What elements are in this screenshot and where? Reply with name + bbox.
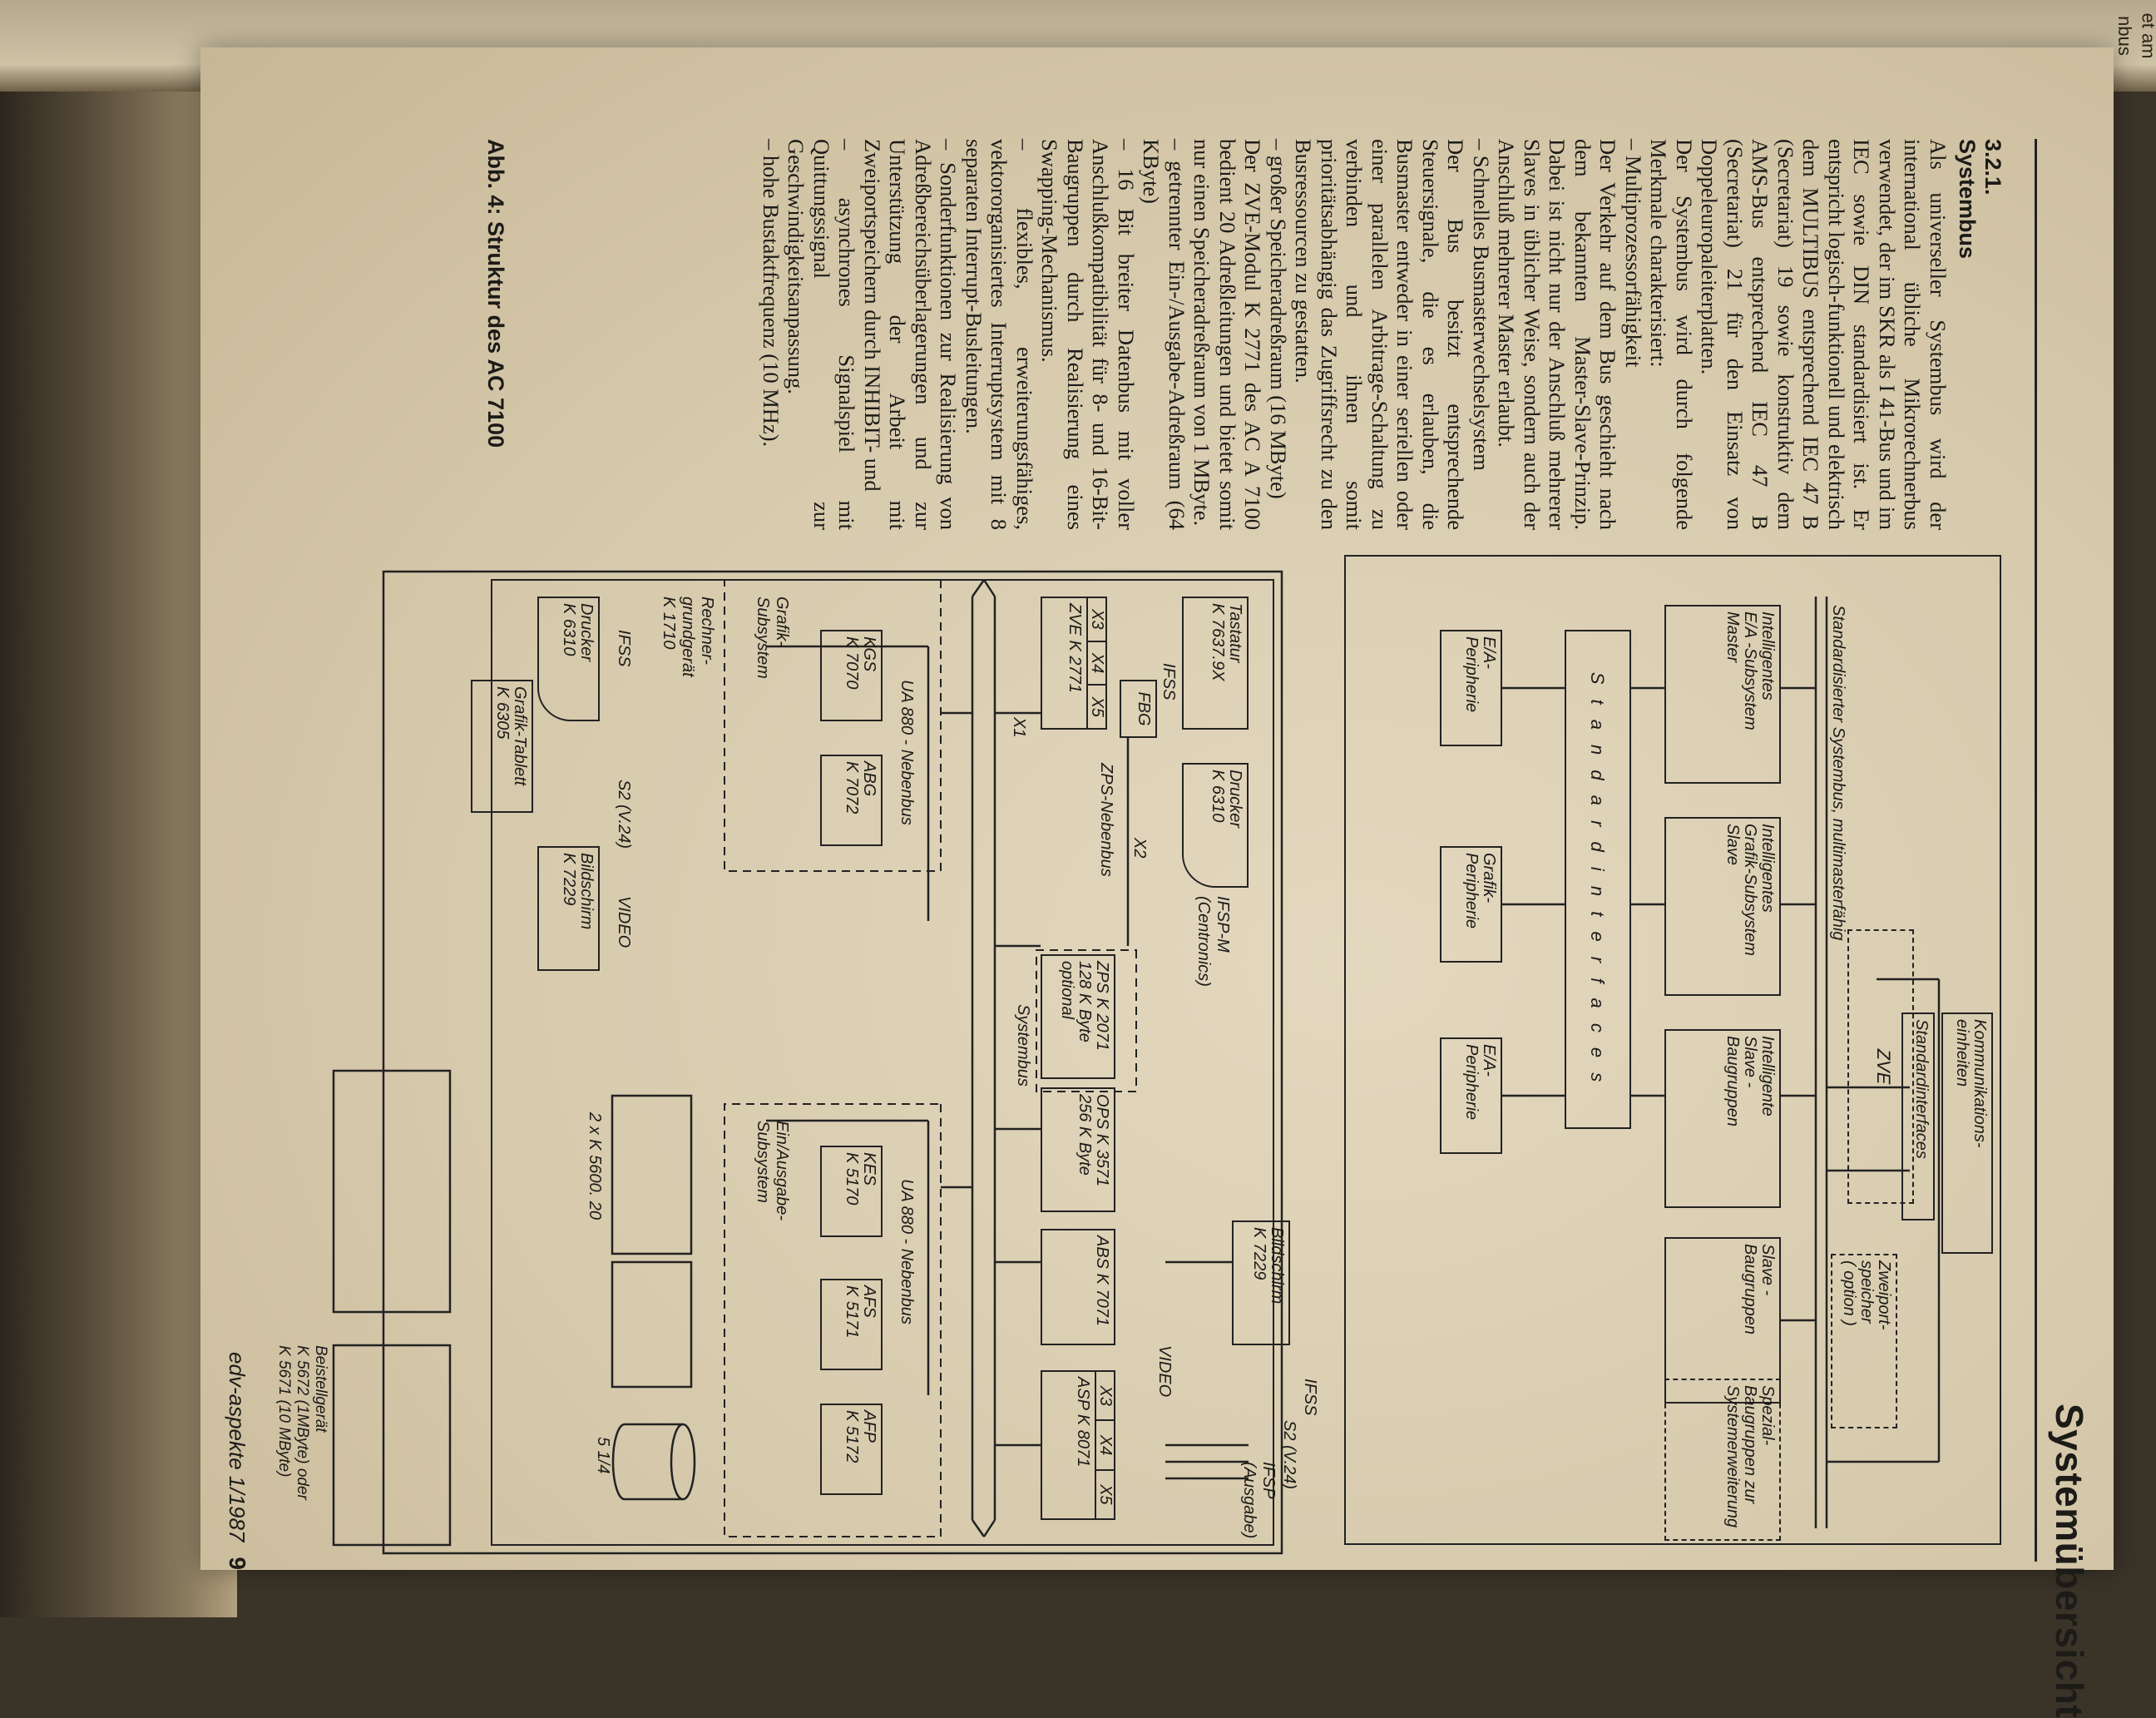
rechner-label: Rechner- grundgerät K 1710	[660, 597, 716, 677]
x5-port: X5	[1096, 1484, 1115, 1505]
ops-module-box: OPS K 3571 256 K Byte	[1041, 1087, 1115, 1212]
afs-label: AFS K 5171	[843, 1285, 878, 1339]
video-top-label: VIDEO	[1155, 1345, 1174, 1398]
page-footer: edv-aspekte 1/1987 9	[224, 1129, 250, 1570]
standardinterfaces-mid-label: S t a n d a r d i n t e r f a c e s	[1587, 671, 1608, 1087]
ifsp-ausgabe-label: IFSP (Ausgabe)	[1240, 1462, 1278, 1539]
zve-label: ZVE	[1873, 1048, 1894, 1085]
s2-bottom-label: S2 (V.24)	[615, 780, 633, 849]
zps-module-label: ZPS K 2071 128 K Byte optional	[1058, 961, 1111, 1051]
floppy-label: 5 1/4	[594, 1437, 612, 1474]
drucker-bottom-label: Drucker K 6310	[560, 603, 596, 662]
bildschirm-top-label: Bildschirm K 7229	[1250, 1227, 1286, 1305]
video-bottom-label: VIDEO	[615, 896, 633, 948]
x5-port: X5	[1088, 696, 1106, 717]
ifsp-m-label: IFSP-M (Centronics)	[1194, 896, 1232, 987]
abs-module-label: ABS K 7071	[1093, 1235, 1111, 1326]
kgs-box: KGS K 7070	[820, 630, 883, 721]
tastatur-label: Tastatur K 7637.9X	[1209, 603, 1244, 681]
standardinterfaces-label: Standardinterfaces	[1912, 1019, 1931, 1159]
ifss-top-label: IFSS	[1301, 1379, 1319, 1416]
x2-label: X2	[1130, 838, 1149, 859]
beistell-label: Beistellgerät K 5672 (1MByte) oder K 567…	[275, 1345, 329, 1500]
afp-label: AFP K 5172	[843, 1410, 878, 1463]
book-spine	[0, 0, 237, 1617]
kes-box: KES K 5170	[820, 1146, 883, 1237]
grafik-tablett-label: Grafik-Tablett K 6305	[493, 686, 529, 786]
bus-label: Standardisierter Systembus, multimasterf…	[1829, 605, 1847, 941]
drucker-bottom-box: Drucker K 6310	[537, 597, 600, 721]
ea-subsystem-label: Ein/Ausgabe- Subsystem	[754, 1121, 791, 1221]
abg-label: ABG K 7072	[843, 761, 878, 814]
grafik-peripherie-box: Grafik- Peripherie	[1440, 846, 1502, 963]
x4-port: X4	[1096, 1421, 1115, 1471]
zps-nebenbus-label: ZPS-Nebenbus	[1097, 763, 1115, 877]
ea-peripherie-label: E/A- Peripherie	[1462, 636, 1498, 713]
diagram-connectors	[332, 570, 1941, 1555]
bildschirm-top-box: Bildschirm K 7229	[1232, 1220, 1290, 1345]
grafik-subsystem-label: Grafik- Subsystem	[754, 597, 791, 679]
abg-box: ABG K 7072	[820, 755, 883, 846]
asp-module-box: X3 X4 X5 ASP K 8071	[1041, 1370, 1115, 1520]
fbg-label: FBG	[1135, 691, 1153, 726]
baugruppen-slave-label: Intelligente Slave - Baugruppen	[1723, 1036, 1777, 1126]
x1-label: X1	[1010, 717, 1028, 738]
zps-module-box: ZPS K 2071 128 K Byte optional	[1041, 954, 1115, 1079]
ea-peripherie-box: E/A- Peripherie	[1440, 1037, 1502, 1154]
kes-label: KES K 5170	[843, 1152, 878, 1206]
zweiport-label: Zweiport- speicher ( option )	[1840, 1260, 1893, 1330]
spezial-label: Spezial- Baugruppen zur Systemerweiterun…	[1723, 1385, 1777, 1528]
s2-top-label: S2 (V.24)	[1280, 1420, 1298, 1489]
grafik-slave-box: Intelligentes Grafik-Subsystem Slave	[1664, 817, 1781, 996]
document-page: Systemübersicht 3.2.1. Systembus Als uni…	[200, 47, 2114, 1718]
page-number: 9	[225, 1557, 250, 1570]
kommunikation-label: Kommunikations- einheiten	[1953, 1019, 1989, 1148]
ea-peripherie-box: E/A- Peripherie	[1440, 630, 1502, 746]
ea-peripherie-label: E/A- Peripherie	[1462, 1044, 1498, 1121]
grafik-peripherie-label: Grafik- Peripherie	[1462, 853, 1498, 929]
baugruppen-slave-box: Intelligente Slave - Baugruppen	[1664, 1029, 1781, 1208]
bildschirm-bottom-label: Bildschirm K 7229	[560, 853, 596, 930]
x3-port: X3	[1096, 1372, 1115, 1422]
zve-module-label: ZVE K 2771	[1066, 603, 1084, 693]
slave-baugruppen-label: Slave - Baugruppen	[1741, 1244, 1777, 1334]
ua880-left-label: UA 880 - Nebenbus	[898, 680, 916, 825]
ua880-right-label: UA 880 - Nebenbus	[898, 1179, 916, 1324]
left-page-fragment: et am	[2138, 12, 2156, 59]
grafik-slave-label: Intelligentes Grafik-Subsystem Slave	[1723, 824, 1777, 956]
ea-master-box: Intelligentes E/A -Subsystem Master	[1664, 605, 1781, 784]
abs-module-box: ABS K 7071	[1041, 1229, 1115, 1345]
zve-box: ZVE	[1847, 929, 1914, 1204]
systembus-label: Systembus	[1014, 1004, 1032, 1087]
drucker-top-box: Drucker K 6310	[1182, 763, 1249, 888]
x4-port: X4	[1088, 641, 1106, 686]
ifss-label: IFSS	[1160, 663, 1178, 701]
spezial-box: Spezial- Baugruppen zur Systemerweiterun…	[1664, 1379, 1781, 1541]
asp-module-label: ASP K 8071	[1074, 1377, 1092, 1468]
afp-box: AFP K 5172	[820, 1404, 883, 1495]
grafik-tablett-box: Grafik-Tablett K 6305	[471, 680, 533, 813]
x3-port: X3	[1088, 598, 1106, 642]
drucker-top-label: Drucker K 6310	[1209, 770, 1244, 829]
left-page-fragment: nbus	[2114, 16, 2135, 56]
kommunikation-box: Kommunikations- einheiten	[1941, 1012, 1993, 1254]
ifss-bottom-label: IFSS	[615, 630, 633, 667]
disk-label: 2 x K 5600. 20	[586, 1112, 604, 1220]
ops-module-label: OPS K 3571 256 K Byte	[1076, 1094, 1111, 1187]
zve-module-box: X3 X4 X5 ZVE K 2771	[1041, 597, 1107, 730]
kgs-label: KGS K 7070	[843, 636, 878, 690]
bildschirm-bottom-box: Bildschirm K 7229	[537, 846, 600, 971]
afs-box: AFS K 5171	[820, 1279, 883, 1370]
fbg-box: FBG	[1120, 680, 1157, 738]
standardinterfaces-mid-box: S t a n d a r d i n t e r f a c e s	[1565, 630, 1631, 1129]
journal-name: edv-aspekte 1/1987	[225, 1352, 250, 1542]
zweiport-box: Zweiport- speicher ( option )	[1831, 1254, 1897, 1428]
tastatur-box: Tastatur K 7637.9X	[1182, 597, 1249, 730]
ea-master-label: Intelligentes E/A -Subsystem Master	[1723, 611, 1777, 730]
